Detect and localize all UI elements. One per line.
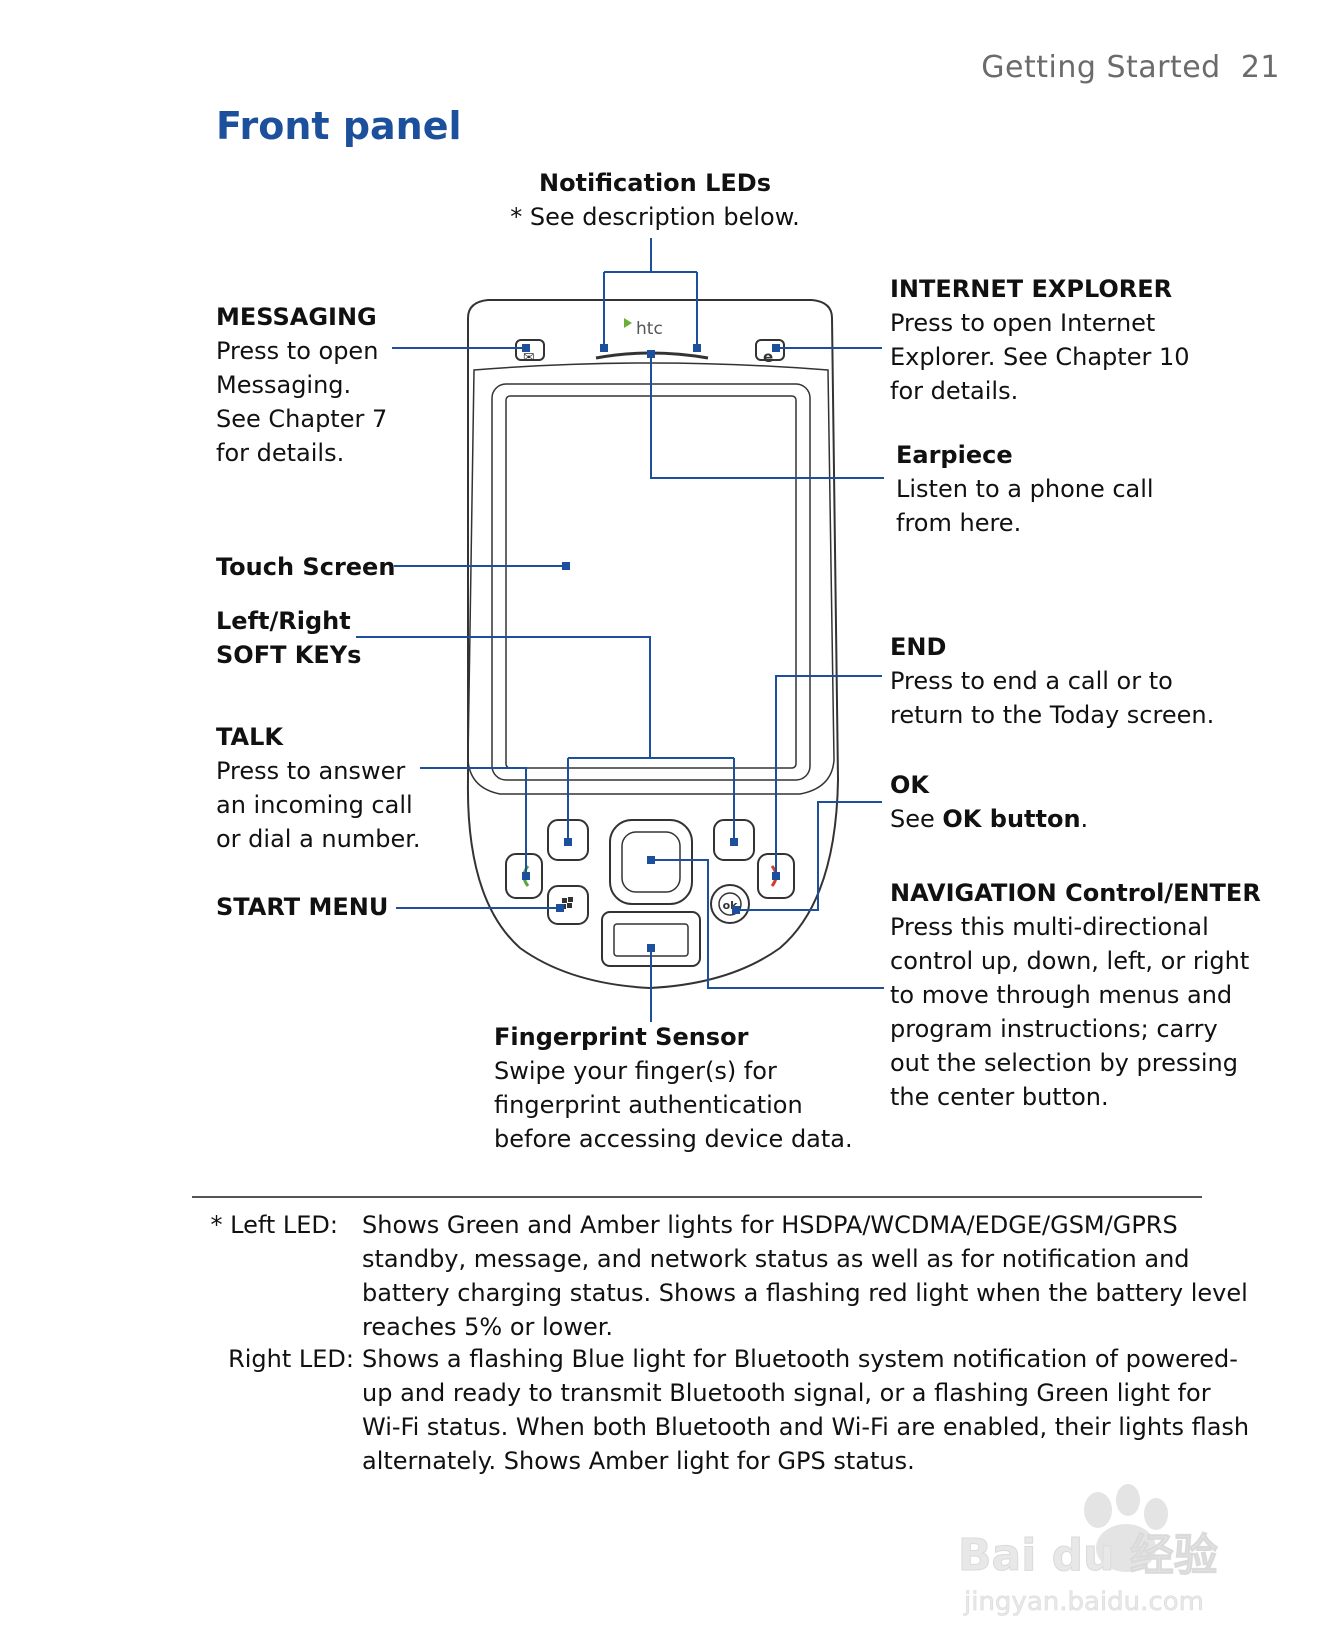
start-key — [547, 885, 589, 925]
fingerprint-line: before accessing device data. — [494, 1125, 853, 1153]
earpiece-callout: Earpiece Listen to a phone call from her… — [896, 438, 1276, 540]
messaging-callout: MESSAGING Press to open Messaging. See C… — [216, 300, 406, 470]
start-menu-callout: START MENU — [216, 890, 396, 924]
footnote-line: up and ready to transmit Bluetooth signa… — [362, 1379, 1211, 1407]
navigation-line: program instructions; carry — [890, 1015, 1218, 1043]
ok-key — [710, 884, 750, 924]
earpiece-line: from here. — [896, 509, 1022, 537]
footnote-key-left-led: * Left LED: — [210, 1211, 338, 1239]
page-title: Front panel — [216, 104, 462, 148]
ie-line: for details. — [890, 377, 1019, 405]
running-header: Getting Started 21 — [980, 50, 1280, 85]
messaging-button — [515, 339, 545, 361]
end-callout: END Press to end a call or to return to … — [890, 630, 1290, 732]
talk-callout: TALK Press to answer an incoming call or… — [216, 720, 426, 856]
touch-screen-callout: Touch Screen — [216, 550, 396, 584]
navigation-title: NAVIGATION Control/ENTER — [890, 879, 1261, 907]
messaging-line: Press to open — [216, 337, 379, 365]
baidu-watermark: Bai du 经验 jingyan.baidu.com — [948, 1470, 1278, 1620]
fingerprint-title: Fingerprint Sensor — [494, 1023, 749, 1051]
baidu-paw-icon: Bai du 经验 jingyan.baidu.com — [958, 1484, 1218, 1617]
ok-prefix: See — [890, 805, 943, 833]
nav-pad-outer — [609, 819, 693, 905]
earpiece-line: Listen to a phone call — [896, 475, 1154, 503]
navigation-line: the center button. — [890, 1083, 1109, 1111]
notification-leds-title: Notification LEDs — [538, 169, 771, 197]
page-number: 21 — [1240, 50, 1280, 85]
talk-line: Press to answer — [216, 757, 406, 785]
start-menu-title: START MENU — [216, 893, 389, 921]
ok-title: OK — [890, 771, 929, 799]
footnote-line: Shows a flashing Blue light for Bluetoot… — [362, 1345, 1238, 1373]
fingerprint-callout: Fingerprint Sensor Swipe your finger(s) … — [494, 1020, 894, 1156]
ok-key-inner — [718, 892, 742, 916]
footnote-line: battery charging status. Shows a flashin… — [362, 1279, 1248, 1307]
footnote-key-right-led: Right LED: — [228, 1345, 354, 1373]
navigation-line: control up, down, left, or right — [890, 947, 1250, 975]
footnote-line: alternately. Shows Amber light for GPS s… — [362, 1447, 915, 1475]
fingerprint-line: Swipe your finger(s) for — [494, 1057, 777, 1085]
messaging-line: See Chapter 7 — [216, 405, 388, 433]
ok-callout: OK See OK button. — [890, 768, 1190, 836]
ok-desc: See OK button. — [890, 802, 1190, 836]
soft-keys-title-2: SOFT KEYs — [216, 641, 362, 669]
end-line: return to the Today screen. — [890, 701, 1215, 729]
envelope-icon: ✉ — [523, 350, 535, 366]
footnote-line: standby, message, and network status as … — [362, 1245, 1190, 1273]
footnote-line: reaches 5% or lower. — [362, 1313, 614, 1341]
footnote-left-led: Shows Green and Amber lights for HSDPA/W… — [362, 1208, 1262, 1344]
end-title: END — [890, 633, 947, 661]
talk-key — [505, 853, 543, 899]
brand-label: htc — [636, 319, 663, 339]
earpiece-title: Earpiece — [896, 441, 1013, 469]
device-body — [466, 299, 840, 990]
section-name: Getting Started — [981, 50, 1221, 85]
end-line: Press to end a call or to — [890, 667, 1173, 695]
footnote-divider — [192, 1196, 1202, 1198]
footnote-right-led: Shows a flashing Blue light for Bluetoot… — [362, 1342, 1262, 1478]
internet-explorer-callout: INTERNET EXPLORER Press to open Internet… — [890, 272, 1270, 408]
notification-leds-callout: Notification LEDs * See description belo… — [480, 166, 830, 234]
navigation-line: Press this multi-directional — [890, 913, 1209, 941]
ok-link-text: OK button — [942, 805, 1081, 833]
htc-logo-icon: htc — [624, 318, 663, 339]
talk-line: an incoming call — [216, 791, 413, 819]
soft-keys-title-1: Left/Right — [216, 607, 351, 635]
messaging-line: for details. — [216, 439, 345, 467]
ie-title: INTERNET EXPLORER — [890, 275, 1173, 303]
footnote-line: Wi-Fi status. When both Bluetooth and Wi… — [362, 1413, 1250, 1441]
watermark-url: jingyan.baidu.com — [963, 1587, 1204, 1617]
ie-button — [755, 339, 785, 361]
navigation-line: out the selection by pressing — [890, 1049, 1238, 1077]
navigation-callout: NAVIGATION Control/ENTER Press this mult… — [890, 876, 1310, 1114]
display-bezel — [467, 362, 835, 795]
ie-line: Press to open Internet — [890, 309, 1156, 337]
fingerprint-line: fingerprint authentication — [494, 1091, 803, 1119]
talk-line: or dial a number. — [216, 825, 421, 853]
touch-screen-title: Touch Screen — [216, 553, 396, 581]
messaging-title: MESSAGING — [216, 303, 377, 331]
talk-title: TALK — [216, 723, 283, 751]
footnote-line: Shows Green and Amber lights for HSDPA/W… — [362, 1211, 1178, 1239]
ie-line: Explorer. See Chapter 10 — [890, 343, 1190, 371]
watermark-brand: Bai du 经验 — [958, 1530, 1218, 1581]
nav-pad-inner — [621, 831, 681, 893]
soft-keys-callout: Left/Right SOFT KEYs — [216, 604, 366, 672]
notification-leds-desc: * See description below. — [510, 203, 800, 231]
ok-suffix: . — [1080, 805, 1089, 833]
messaging-line: Messaging. — [216, 371, 352, 399]
ie-e-icon: e — [763, 348, 773, 366]
navigation-line: to move through menus and — [890, 981, 1233, 1009]
